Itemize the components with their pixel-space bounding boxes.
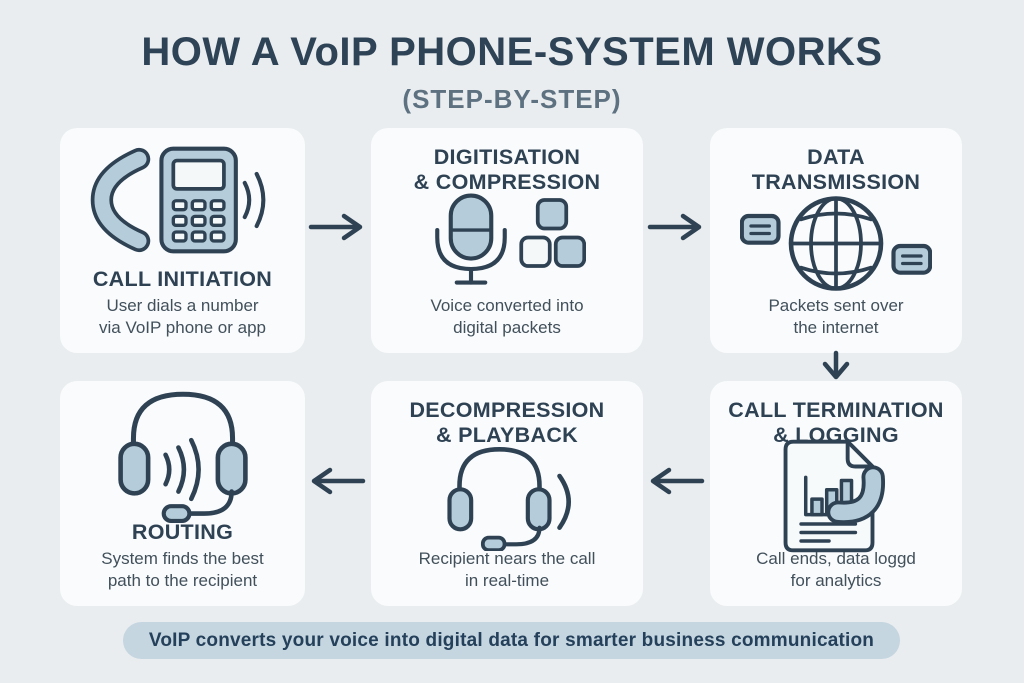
step-description: User dials a number via VoIP phone or ap…	[99, 295, 266, 337]
step-title: DATA TRANSMISSION	[751, 145, 921, 194]
step-description: System finds the best path to the recipi…	[101, 548, 264, 590]
page-subtitle: (STEP-BY-STEP)	[402, 84, 622, 114]
step-card-digitisation-compression: DIGITISATION & COMPRESSION Voice convert…	[371, 128, 643, 353]
call-log-document-icon	[751, 440, 921, 553]
step-card-call-initiation: CALL INITIATION User dials a number via …	[60, 128, 305, 353]
flow-arrow-right-icon	[308, 212, 366, 242]
globe-packets-icon	[740, 195, 932, 292]
step-description: Recipient nears the call in real-time	[418, 548, 596, 590]
step-description: Voice converted into digital packets	[430, 295, 584, 337]
step-card-call-termination-logging: CALL TERMINATION & LOGGING Call ends, da…	[710, 381, 962, 606]
step-title: CALL INITIATION	[92, 266, 273, 291]
step-title: DECOMPRESSION & PLAYBACK	[409, 398, 605, 447]
step-description: Packets sent over the internet	[768, 295, 904, 337]
step-title: ROUTING	[131, 519, 234, 544]
page-title: HOW A VoIP PHONE-SYSTEM WORKS	[141, 30, 883, 74]
flow-arrow-left-icon	[647, 466, 705, 496]
headset-playback-icon	[426, 447, 588, 552]
step-card-routing: ROUTING System finds the best path to th…	[60, 381, 305, 606]
microphone-packets-icon	[428, 193, 586, 292]
flow-arrow-right-icon	[647, 212, 705, 242]
step-title: DIGITISATION & COMPRESSION	[413, 145, 601, 194]
voip-phone-icon	[90, 134, 276, 267]
headset-waves-icon	[105, 387, 261, 524]
step-description: Call ends, data loggd for analytics	[756, 548, 916, 590]
step-card-decompression-playback: DECOMPRESSION & PLAYBACK Recipient nears…	[371, 381, 643, 606]
footer-banner: VoIP converts your voice into digital da…	[123, 622, 900, 659]
flow-arrow-left-icon	[308, 466, 366, 496]
step-card-data-transmission: DATA TRANSMISSION Packets sent over the …	[710, 128, 962, 353]
flow-arrow-down-icon	[820, 350, 852, 382]
